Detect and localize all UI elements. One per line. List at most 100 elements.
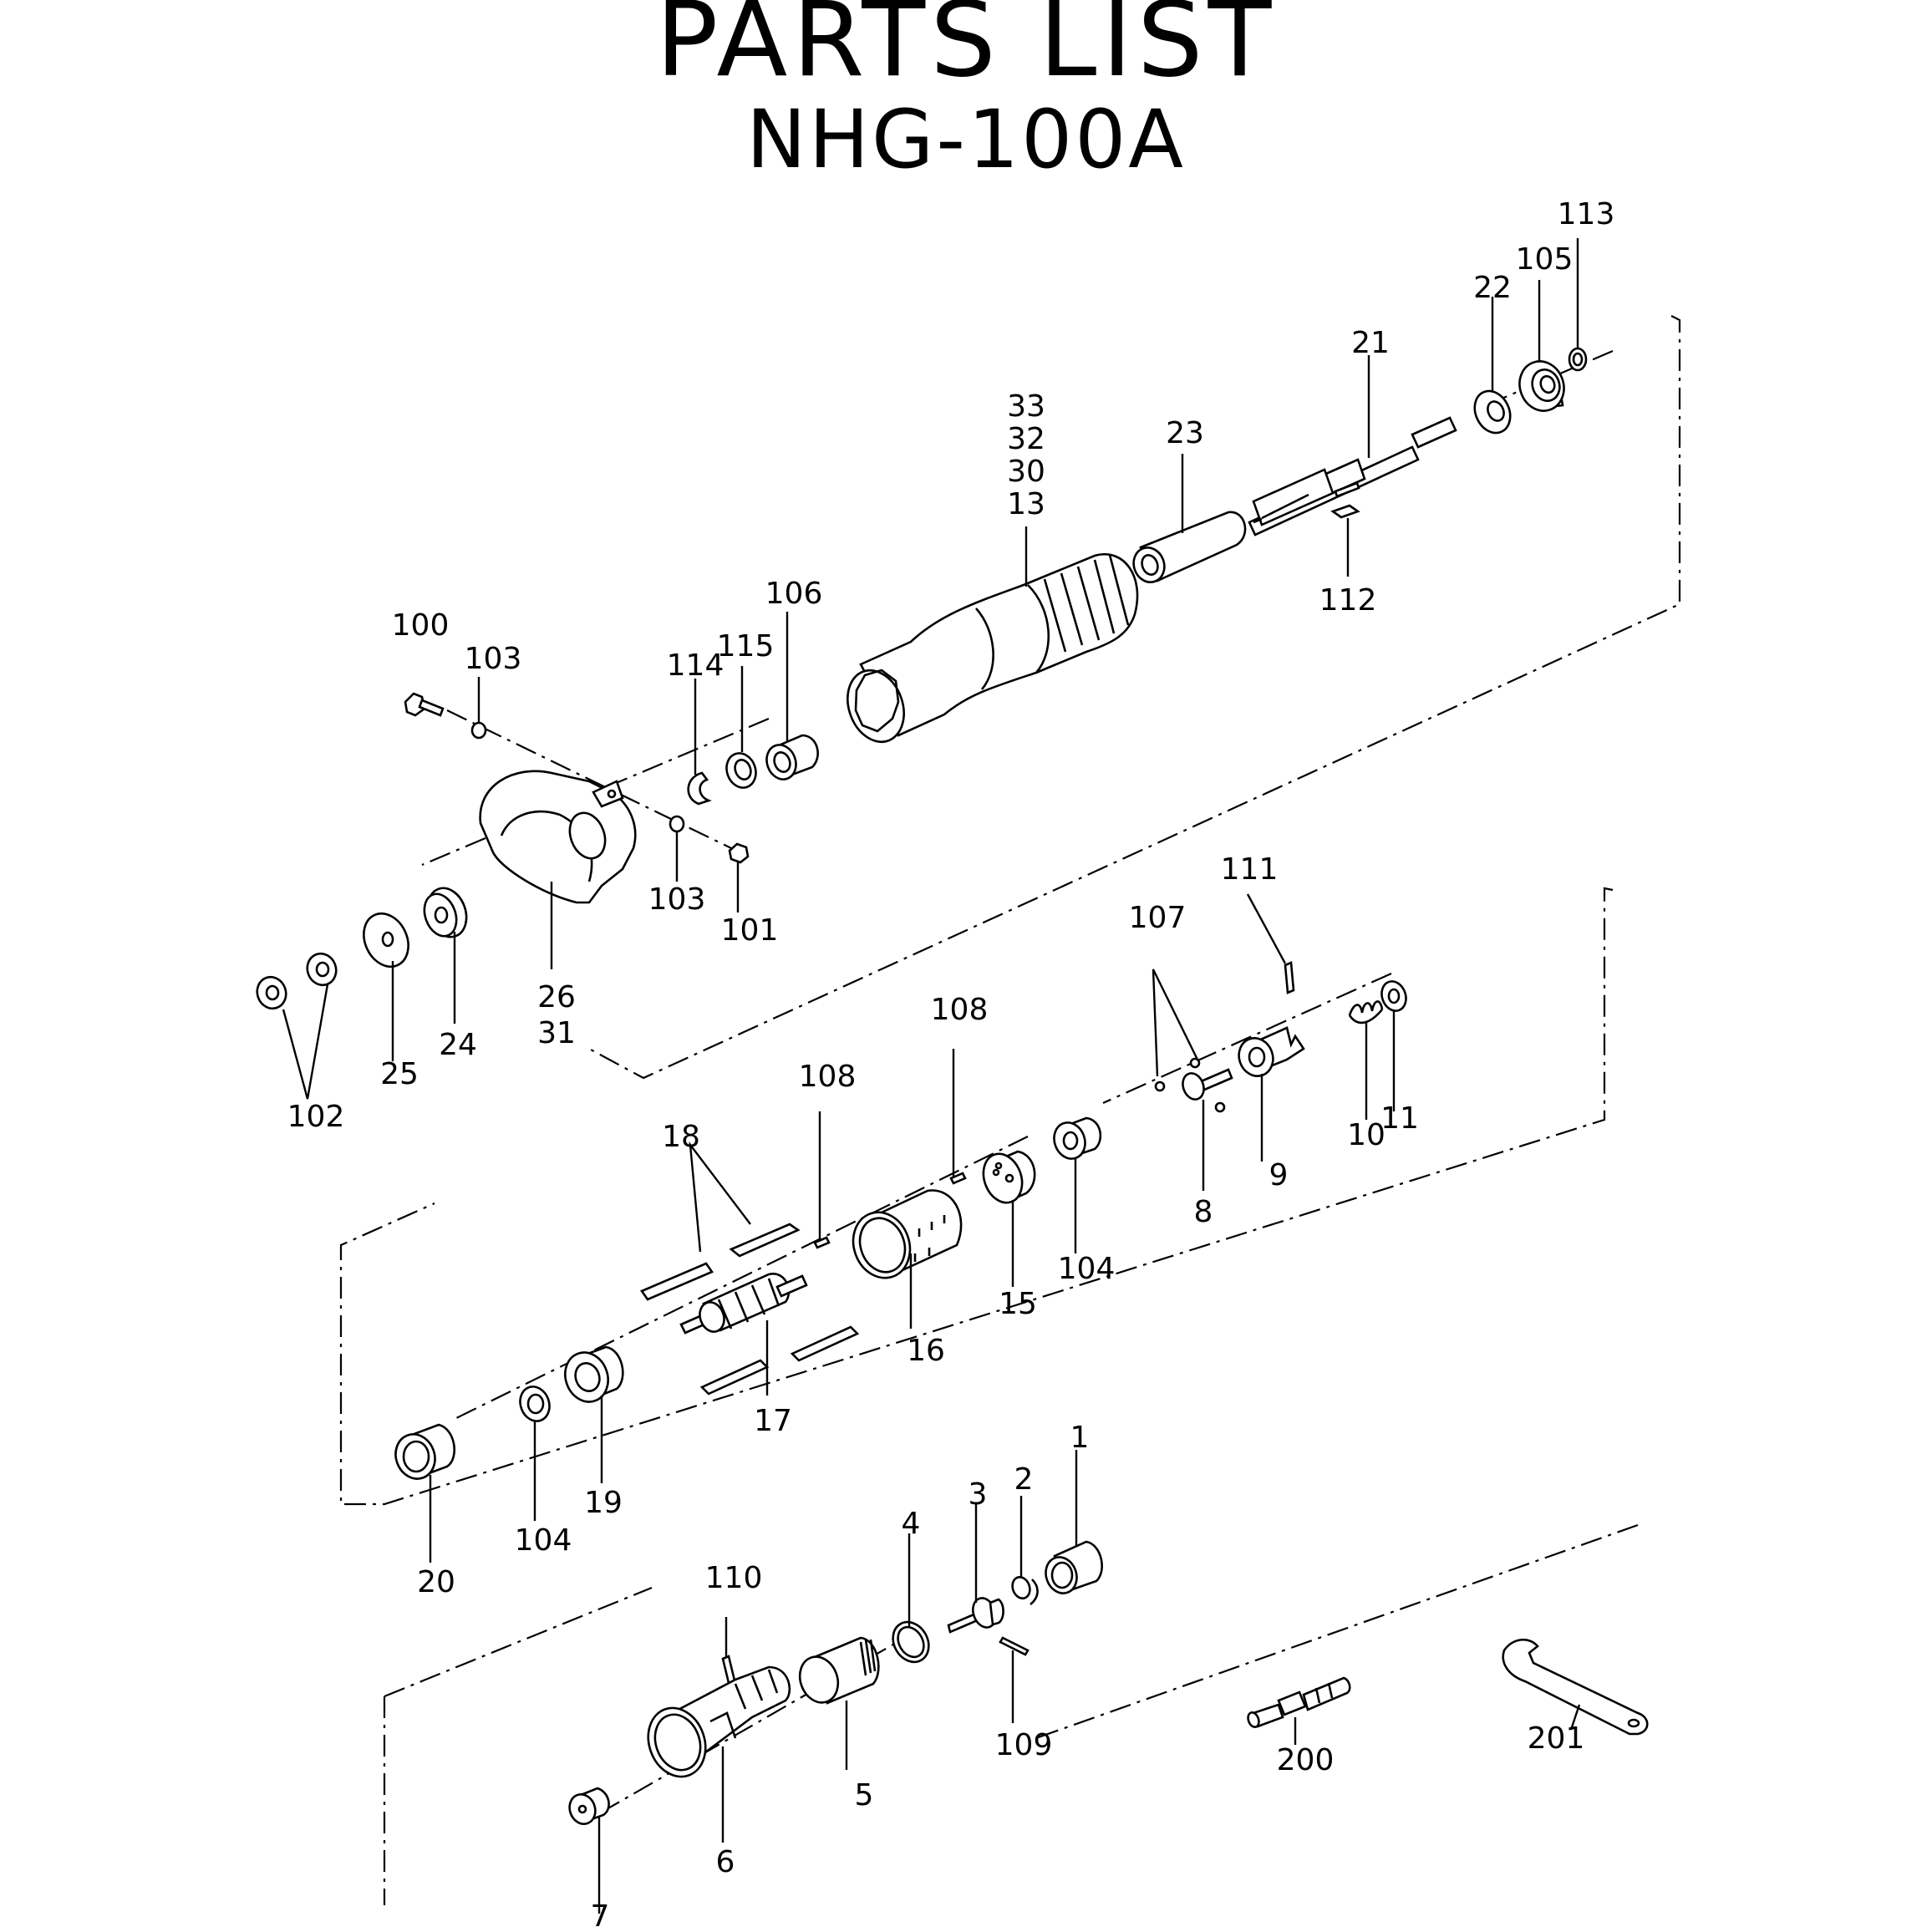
label-201: 201 [1528, 1721, 1585, 1756]
label-104-front: 104 [515, 1523, 572, 1558]
washer-103-lower [669, 815, 685, 833]
label-30: 30 [1007, 455, 1045, 489]
governor-shaft-8 [1182, 1068, 1233, 1101]
label-16: 16 [907, 1334, 945, 1368]
blade-18-d [699, 1359, 770, 1396]
pin-108-rear [949, 1172, 967, 1185]
label-109: 109 [995, 1728, 1053, 1762]
label-13: 13 [1007, 487, 1045, 521]
label-15: 15 [999, 1287, 1037, 1321]
bearing-105 [1518, 360, 1565, 412]
label-113: 113 [1558, 197, 1615, 231]
label-108-front: 108 [799, 1060, 857, 1094]
label-9: 9 [1269, 1158, 1289, 1192]
label-103-upper: 103 [465, 642, 522, 676]
bearing-104-front [519, 1385, 551, 1422]
label-1: 1 [1070, 1421, 1090, 1455]
nut-101 [728, 842, 750, 864]
label-22: 22 [1473, 271, 1512, 305]
label-32: 32 [1007, 422, 1045, 456]
nut-102-inner [306, 952, 338, 987]
label-105: 105 [1516, 242, 1574, 277]
washer-22 [1473, 389, 1512, 435]
bolt-100 [404, 692, 445, 717]
label-18: 18 [662, 1120, 700, 1154]
bearing-104-rear [1053, 1116, 1102, 1160]
label-33: 33 [1007, 389, 1045, 424]
blade-18-c [790, 1325, 860, 1362]
ball-107-a [1154, 1080, 1166, 1092]
snap-ring-113 [1568, 347, 1588, 372]
label-21: 21 [1351, 326, 1390, 360]
model-number: NHG-100A [746, 93, 1186, 186]
blade-18-a [729, 1223, 801, 1258]
label-7: 7 [591, 1899, 610, 1932]
spanner-201 [1502, 1639, 1649, 1736]
label-6: 6 [716, 1845, 735, 1879]
label-25: 25 [380, 1057, 419, 1091]
label-4: 4 [902, 1507, 921, 1541]
key-112 [1330, 504, 1360, 519]
washer-103-upper [470, 721, 487, 740]
muffler-cap-7 [568, 1787, 610, 1825]
pin-109 [999, 1636, 1030, 1656]
flange-washer-25 [363, 912, 409, 969]
nut-102-outer [256, 975, 287, 1010]
circlip-114 [687, 771, 712, 806]
label-23: 23 [1166, 416, 1204, 450]
washer-11 [1380, 980, 1407, 1012]
label-101: 101 [721, 913, 779, 948]
label-17: 17 [754, 1404, 792, 1438]
label-20: 20 [417, 1565, 455, 1599]
label-108-rear: 108 [931, 993, 989, 1027]
label-102: 102 [287, 1100, 345, 1134]
label-200: 200 [1277, 1743, 1335, 1777]
label-103-lower: 103 [648, 882, 706, 917]
label-106: 106 [765, 577, 823, 611]
rear-plate-15 [982, 1150, 1036, 1204]
label-104-rear: 104 [1058, 1252, 1116, 1286]
flange-24 [423, 887, 468, 938]
o-ring-4 [892, 1620, 930, 1664]
label-100: 100 [392, 608, 450, 643]
label-26: 26 [537, 980, 576, 1014]
pin-108-front [813, 1236, 831, 1249]
pin-111 [1284, 961, 1295, 994]
inlet-bushing-1 [1045, 1540, 1103, 1594]
label-10: 10 [1347, 1118, 1385, 1152]
wheel-guard-26 [479, 770, 637, 904]
rear-housing-6 [647, 1665, 791, 1778]
cylinder-16 [852, 1189, 963, 1279]
front-plate-19 [564, 1345, 624, 1403]
label-11: 11 [1380, 1101, 1419, 1136]
part-labels: 113 105 22 21 23 33 32 30 13 112 106 115… [287, 197, 1615, 1932]
label-111: 111 [1221, 852, 1279, 887]
center-axes [339, 315, 1681, 1905]
governor-9 [1238, 1026, 1305, 1077]
label-110: 110 [705, 1561, 763, 1595]
blade-18-b [640, 1262, 714, 1301]
leader-lines [282, 238, 1581, 1914]
label-112: 112 [1319, 583, 1377, 618]
spring-10 [1348, 1000, 1384, 1024]
hose-nipple-200 [1247, 1676, 1351, 1729]
label-8: 8 [1194, 1195, 1213, 1229]
needle-bearing-106 [765, 734, 819, 780]
label-115: 115 [717, 629, 775, 663]
throttle-sleeve-5 [798, 1636, 880, 1705]
label-5: 5 [855, 1778, 874, 1813]
label-2: 2 [1014, 1462, 1034, 1497]
ring-115 [725, 752, 757, 789]
label-107: 107 [1129, 901, 1187, 935]
label-3: 3 [969, 1477, 988, 1512]
label-31: 31 [537, 1016, 576, 1050]
rotor-17 [679, 1273, 808, 1335]
sleeve-23 [1132, 511, 1247, 583]
cap-20 [394, 1423, 455, 1480]
housing-13 [847, 553, 1139, 744]
ball-107-c [1214, 1101, 1226, 1113]
ball-107-b [1189, 1057, 1201, 1069]
page-title: PARTS LIST [656, 0, 1277, 100]
